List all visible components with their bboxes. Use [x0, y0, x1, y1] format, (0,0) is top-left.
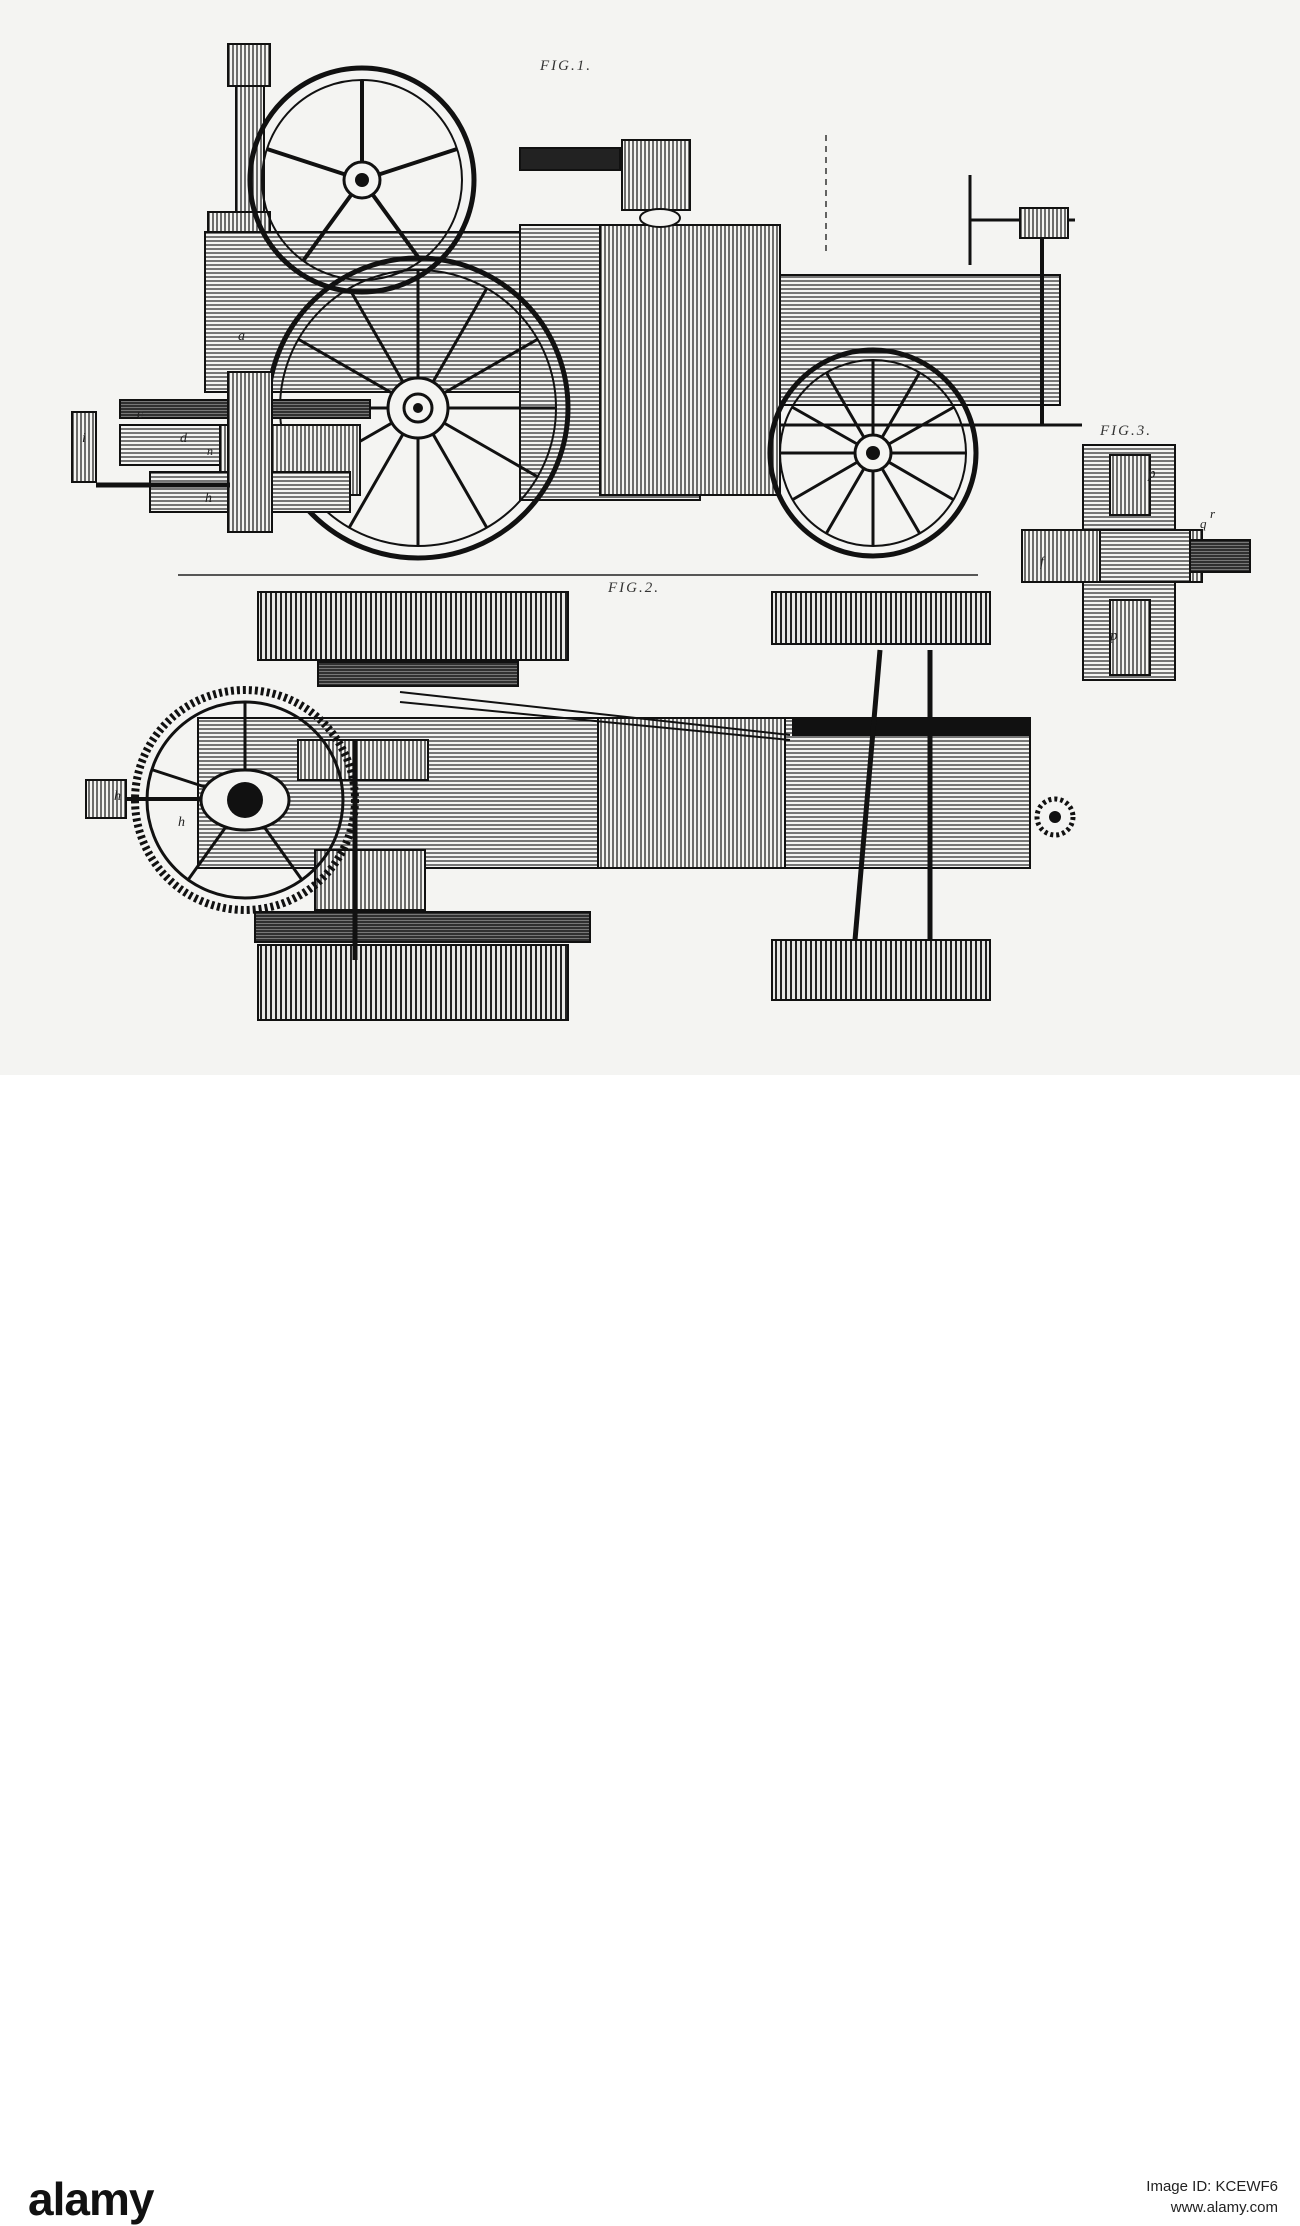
- svg-text:p: p: [1147, 466, 1156, 482]
- alamy-url: www.alamy.com: [1170, 2199, 1278, 2216]
- valve-chest: [621, 139, 691, 211]
- bevel-gear-plan: [314, 849, 426, 911]
- section-nut: [1189, 539, 1251, 573]
- chimney-cap: [227, 43, 271, 87]
- steam-dome: [639, 208, 681, 228]
- svg-text:h: h: [114, 789, 121, 804]
- image-id-label: Image ID: KCEWF6: [1146, 2178, 1278, 2195]
- svg-text:h: h: [178, 815, 185, 830]
- cylinder-plan: [297, 739, 429, 781]
- front-wheel: [767, 347, 979, 559]
- rear-bracket: [71, 411, 97, 483]
- rear-wheel-bottom: [257, 944, 569, 1021]
- svg-text:c: c: [137, 407, 144, 422]
- fig1-label: FIG.1.: [540, 58, 592, 74]
- fig3-label: FIG.3.: [1100, 423, 1152, 439]
- fig2-plan-view: h h: [85, 591, 1076, 1021]
- svg-text:r: r: [1210, 506, 1216, 521]
- svg-text:f: f: [1040, 555, 1046, 570]
- rear-wheel-top: [257, 591, 569, 661]
- cylinder-rod: [519, 147, 621, 171]
- steering-worm: [1034, 796, 1076, 838]
- fig1-side-elevation: a c d n h i: [71, 43, 1082, 561]
- svg-text:h: h: [205, 491, 212, 506]
- fig2-label: FIG.2.: [608, 580, 660, 596]
- engraving-plate: a c d n h i: [0, 0, 1300, 1075]
- svg-text:p: p: [1109, 628, 1118, 644]
- svg-text:a: a: [238, 329, 245, 344]
- svg-text:q: q: [1200, 516, 1207, 531]
- flywheel: [247, 65, 477, 295]
- fig3-section-detail: p p q r f: [1021, 444, 1251, 681]
- rear-axle-hub: [227, 371, 273, 533]
- svg-text:n: n: [207, 444, 213, 458]
- engraving-drawing: a c d n h i: [71, 43, 1251, 1021]
- rear-gear-housing: [119, 424, 221, 466]
- tender-plan: [784, 717, 1031, 869]
- tender-tank: [779, 274, 1061, 406]
- firebox-plan: [597, 717, 789, 869]
- firebox-front: [599, 224, 781, 496]
- svg-text:d: d: [180, 431, 188, 446]
- svg-text:i: i: [82, 431, 86, 446]
- front-wheel-bottom: [771, 939, 991, 1001]
- front-wheel-top: [771, 591, 991, 645]
- steering-gear: [1019, 207, 1069, 239]
- watermark-banner: alamy Image ID: KCEWF6 www.alamy.com: [0, 1075, 1300, 2225]
- alamy-logo: alamy: [28, 2173, 154, 2225]
